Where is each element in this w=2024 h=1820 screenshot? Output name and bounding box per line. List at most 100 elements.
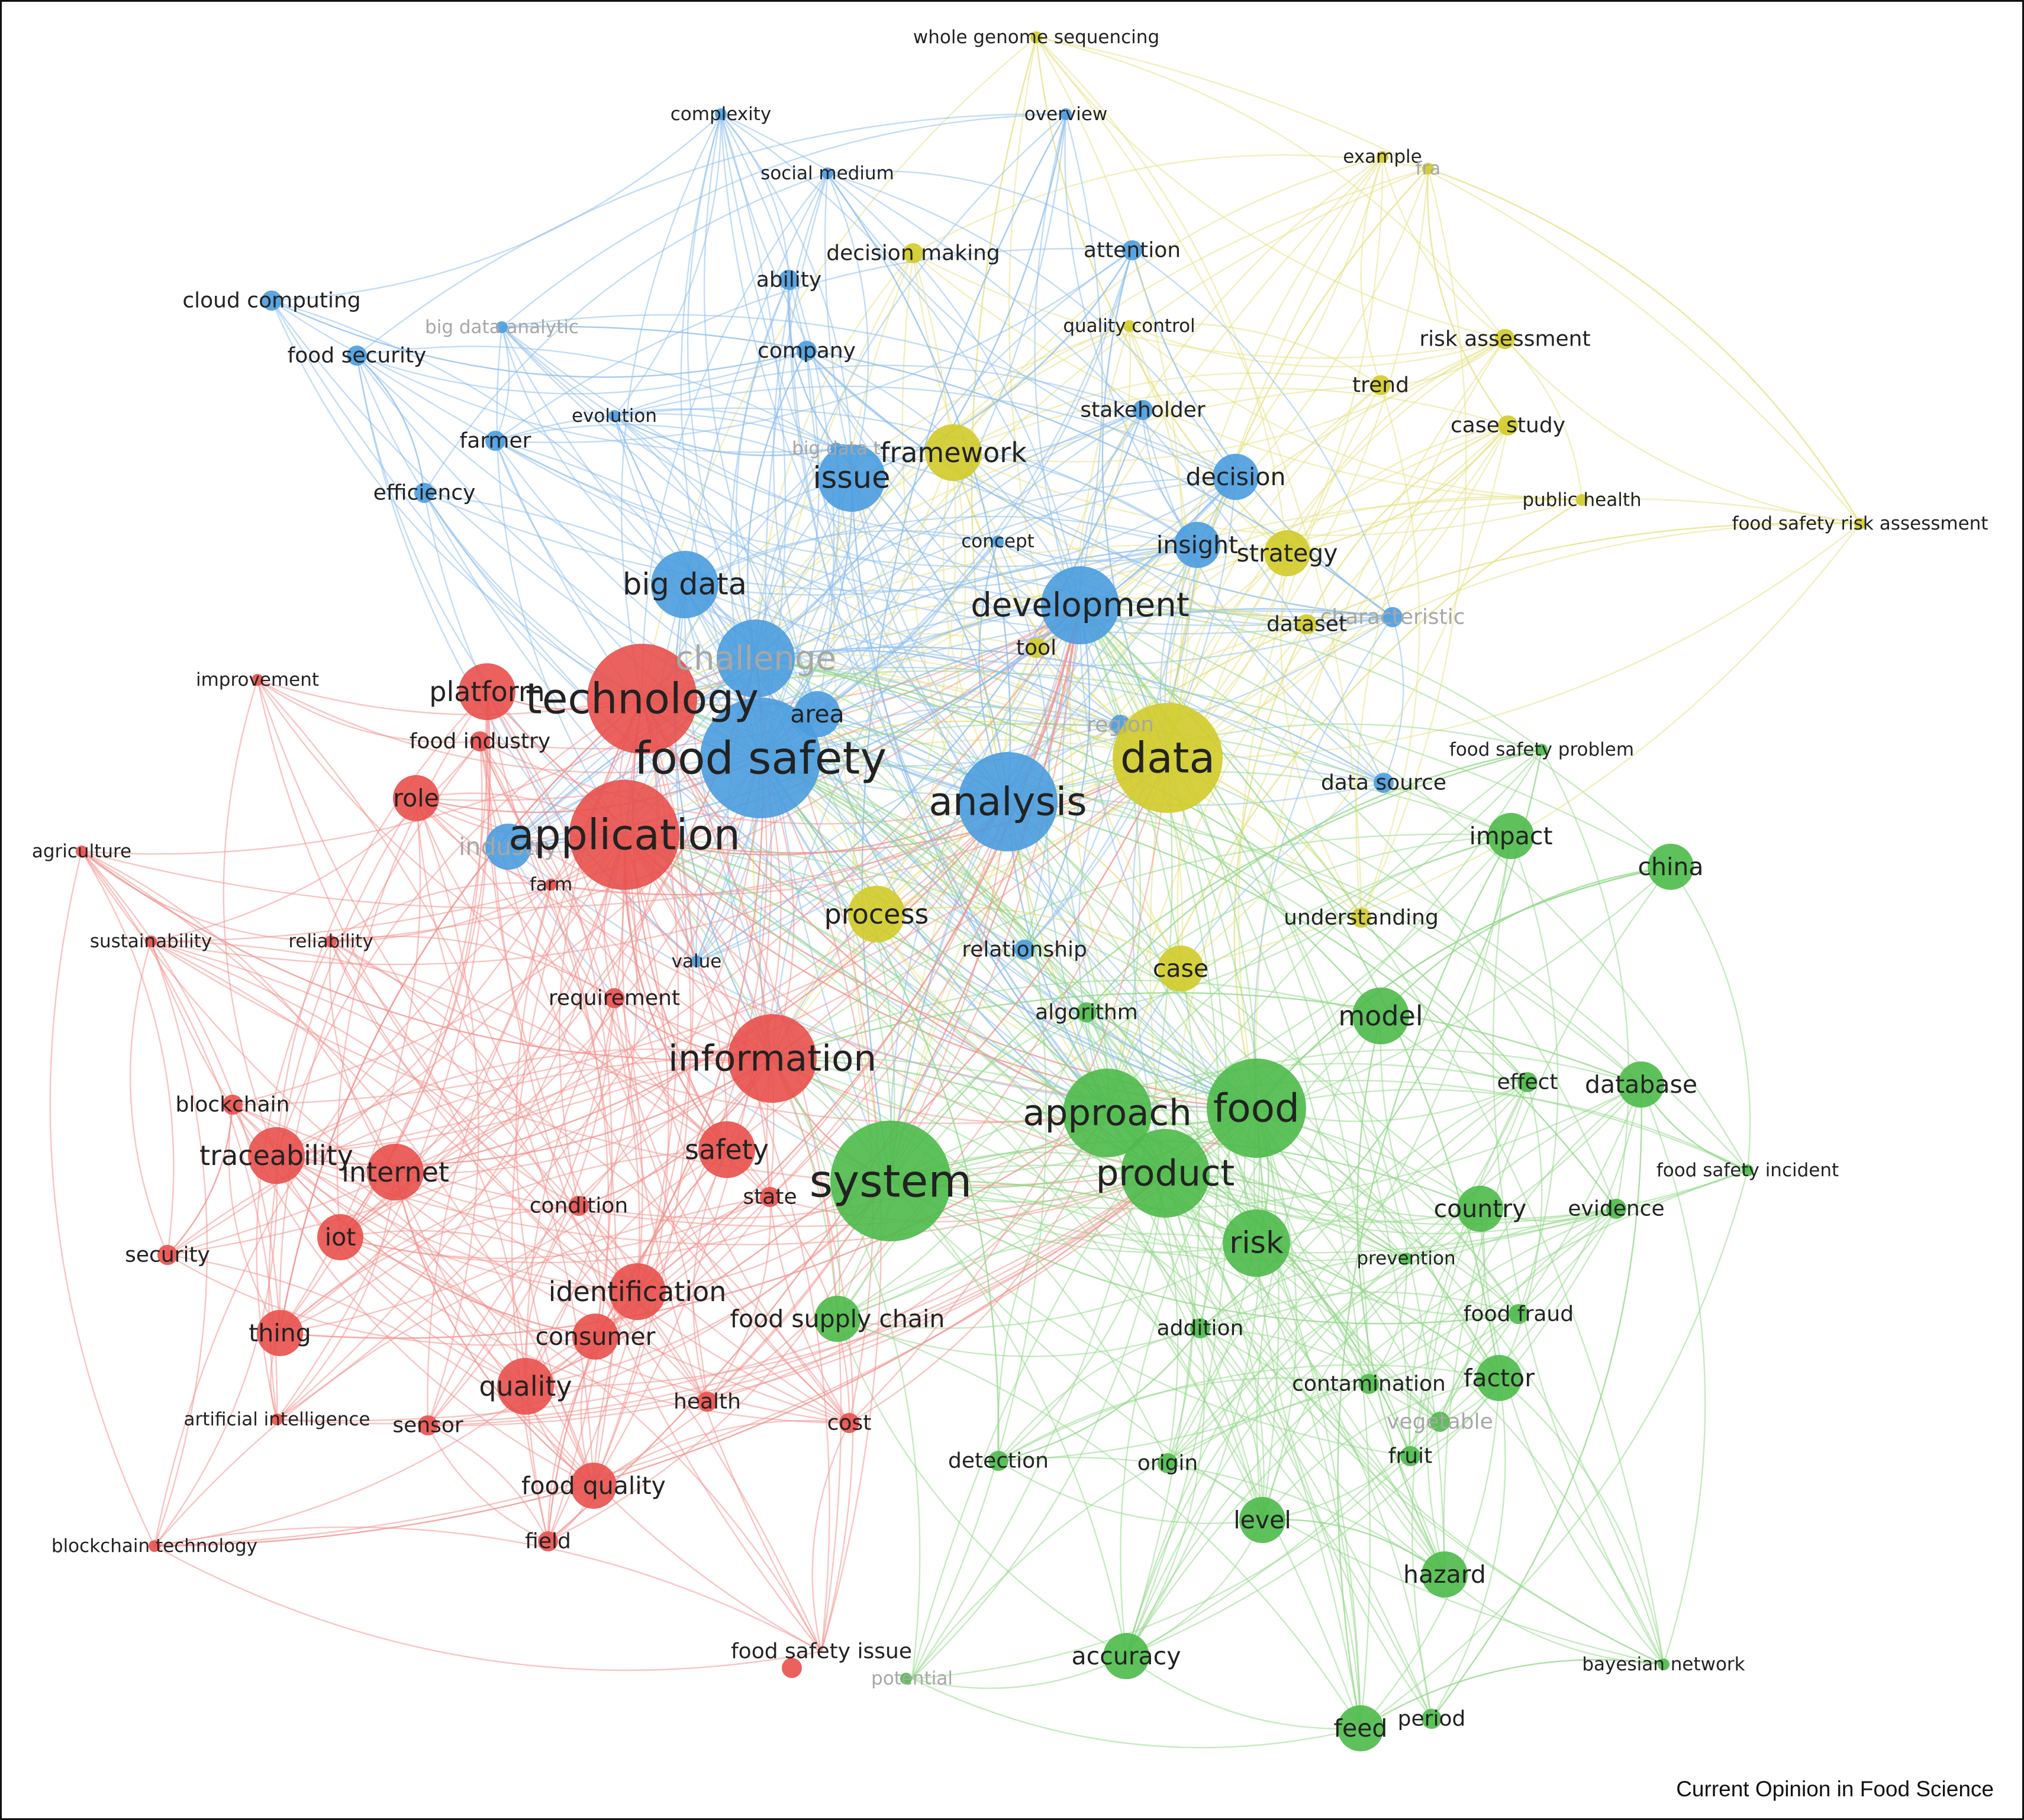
node-label-attention[interactable]: attention (1084, 238, 1181, 263)
node-label-big-data[interactable]: big data (623, 567, 747, 602)
node-algorithm[interactable] (1077, 1002, 1097, 1022)
node-relationship[interactable] (1014, 940, 1034, 960)
node-label-feed[interactable]: feed (1334, 1714, 1388, 1742)
node-label-sensor[interactable]: sensor (392, 1414, 463, 1438)
node-label-social-medium[interactable]: social medium (760, 163, 894, 184)
node-addition[interactable] (1190, 1318, 1210, 1338)
node-label-requirement[interactable]: requirement (549, 986, 680, 1011)
node-label-relationship[interactable]: relationship (962, 938, 1087, 962)
node-label-model[interactable]: model (1338, 1000, 1423, 1032)
node-strategy[interactable] (1264, 530, 1310, 576)
node-public-health[interactable] (1576, 494, 1588, 506)
node-label-region[interactable]: region (1087, 713, 1154, 737)
node-impact[interactable] (1488, 813, 1534, 859)
node-label-risk[interactable]: risk (1229, 1226, 1284, 1261)
node-vegetable[interactable] (1430, 1412, 1450, 1432)
node-complexity[interactable] (715, 108, 727, 120)
node-label-system[interactable]: system (810, 1155, 972, 1208)
node-label-trend[interactable]: trend (1352, 373, 1409, 398)
node-label-strategy[interactable]: strategy (1236, 539, 1337, 567)
node-tool[interactable] (1026, 638, 1046, 658)
node-framework[interactable] (925, 424, 982, 481)
node-label-public-health[interactable]: public health (1522, 489, 1641, 511)
node-label-safety[interactable]: safety (685, 1134, 769, 1166)
node-label-evolution[interactable]: evolution (572, 405, 657, 427)
node-prevention[interactable] (1400, 1253, 1412, 1264)
node-food-quality[interactable] (571, 1463, 617, 1509)
node-role[interactable] (393, 775, 439, 821)
node-label-fruit[interactable]: fruit (1388, 1444, 1432, 1469)
node-product[interactable] (1121, 1129, 1210, 1218)
node-quality-control[interactable] (1123, 320, 1135, 332)
node-label-data-source[interactable]: data source (1321, 771, 1446, 795)
node-label-level[interactable]: level (1233, 1506, 1291, 1534)
node-origin[interactable] (1158, 1453, 1178, 1473)
node-information[interactable] (728, 1014, 817, 1103)
node-label-area[interactable]: area (790, 700, 844, 728)
node-label-accuracy[interactable]: accuracy (1072, 1642, 1181, 1670)
node-hazard[interactable] (1422, 1551, 1468, 1598)
node-label-condition[interactable]: condition (530, 1194, 628, 1218)
node-challenge[interactable] (717, 619, 795, 698)
node-label-platform[interactable]: platform (429, 676, 544, 708)
node-label-database[interactable]: database (1585, 1070, 1697, 1099)
node-value[interactable] (691, 956, 702, 967)
node-label-contamination[interactable]: contamination (1292, 1372, 1446, 1396)
node-china[interactable] (1648, 844, 1694, 890)
node-company[interactable] (797, 341, 817, 361)
node-artificial-intelligence[interactable] (271, 1414, 283, 1425)
node-ability[interactable] (779, 270, 799, 290)
node-approach[interactable] (1063, 1069, 1152, 1157)
node-label-hazard[interactable]: hazard (1403, 1560, 1486, 1589)
node-agriculture[interactable] (76, 846, 88, 857)
node-label-characteristic[interactable]: characteristic (1320, 605, 1465, 630)
node-label-fra[interactable]: fra (1416, 158, 1441, 179)
node-fruit[interactable] (1400, 1446, 1420, 1466)
node-label-farmer[interactable]: farmer (460, 429, 531, 453)
node-database[interactable] (1618, 1061, 1664, 1108)
node-label-vegetable[interactable]: vegetable (1387, 1410, 1493, 1434)
node-label-health[interactable]: health (673, 1390, 741, 1414)
node-food-safety-incident[interactable] (1742, 1164, 1754, 1176)
node-label-challenge[interactable]: challenge (675, 640, 836, 678)
node-model[interactable] (1352, 988, 1409, 1044)
node-platform[interactable] (459, 663, 515, 720)
node-factor[interactable] (1476, 1355, 1522, 1401)
node-evidence[interactable] (1606, 1199, 1626, 1219)
node-label-application[interactable]: application (508, 811, 740, 860)
node-cloud-computing[interactable] (262, 291, 282, 311)
node-label-big-data-tech[interactable]: big data t (792, 438, 881, 459)
node-label-quality-control[interactable]: quality control (1063, 315, 1195, 337)
node-label-technology[interactable]: technology (526, 675, 759, 724)
node-label-bayesian-network[interactable]: bayesian network (1582, 1654, 1745, 1675)
node-iot[interactable] (317, 1214, 363, 1260)
node-data-source[interactable] (1374, 773, 1394, 793)
node-label-state[interactable]: state (743, 1185, 797, 1209)
node-label-food-fraud[interactable]: food fraud (1464, 1302, 1574, 1327)
node-label-sustainability[interactable]: sustainability (90, 931, 212, 952)
node-label-thing[interactable]: thing (249, 1319, 311, 1347)
node-label-food-safety-incident[interactable]: food safety incident (1656, 1160, 1839, 1181)
node-reliability[interactable] (325, 935, 337, 947)
node-food-supply-chain[interactable] (814, 1296, 860, 1342)
node-label-issue[interactable]: issue (813, 461, 890, 496)
node-label-case[interactable]: case (1153, 954, 1208, 983)
node-label-tool[interactable]: tool (1016, 636, 1056, 660)
node-label-stakeholder[interactable]: stakeholder (1080, 398, 1205, 422)
node-technology[interactable] (587, 644, 697, 754)
node-label-food[interactable]: food (1213, 1086, 1300, 1131)
node-label-country[interactable]: country (1434, 1195, 1527, 1223)
node-label-addition[interactable]: addition (1157, 1316, 1244, 1341)
node-country[interactable] (1457, 1186, 1503, 1232)
node-big-data[interactable] (651, 551, 718, 618)
node-label-blockchain-technology[interactable]: blockchain technology (51, 1535, 257, 1557)
node-understanding[interactable] (1351, 908, 1371, 928)
node-internet[interactable] (367, 1144, 424, 1201)
node-label-decision[interactable]: decision (1185, 463, 1285, 491)
node-label-iot[interactable]: iot (325, 1223, 356, 1251)
node-insight[interactable] (1174, 522, 1220, 568)
node-label-cloud-computing[interactable]: cloud computing (182, 289, 360, 313)
node-label-case-study[interactable]: case study (1451, 414, 1565, 438)
node-label-food-supply-chain[interactable]: food supply chain (730, 1305, 945, 1333)
node-detection[interactable] (988, 1451, 1008, 1471)
